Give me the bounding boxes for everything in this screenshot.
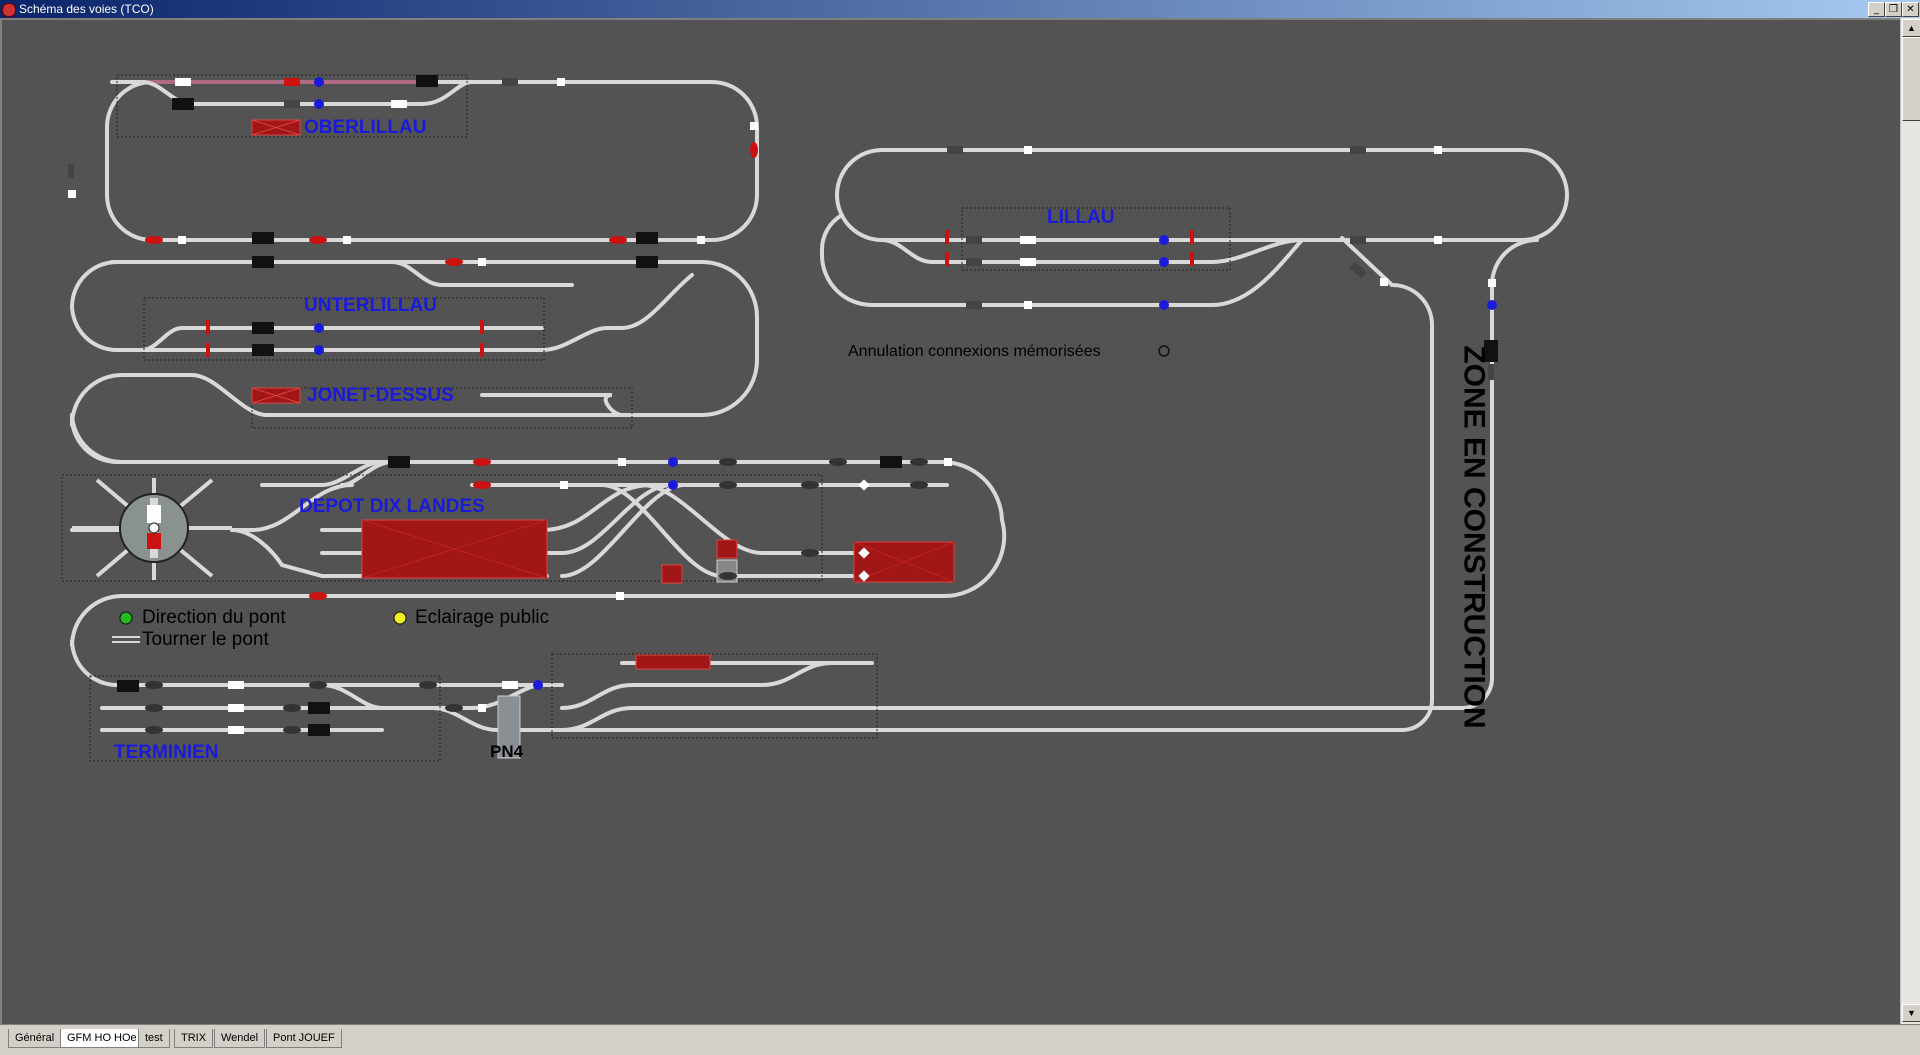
vertical-scrollbar[interactable]: ▲ ▼	[1900, 18, 1920, 1024]
tab-wendel[interactable]: Wendel	[214, 1029, 266, 1048]
station-label-depot: DEPOT DIX LANDES	[299, 496, 485, 517]
tourner-marker[interactable]	[112, 636, 140, 643]
scroll-up-icon[interactable]: ▲	[1902, 19, 1920, 37]
tab-test[interactable]: test	[138, 1029, 170, 1048]
turntable[interactable]	[72, 478, 232, 580]
restore-button[interactable]: ❐	[1885, 2, 1902, 17]
close-button[interactable]: ✕	[1902, 2, 1919, 17]
minimize-button[interactable]: _	[1868, 2, 1885, 17]
zone-construction-label: ZONE EN CONSTRUCTION	[1457, 345, 1491, 729]
station-label-jonet: JONET-DESSUS	[307, 385, 454, 406]
direction-label: Direction du pont	[142, 607, 286, 628]
annulation-button[interactable]	[1158, 345, 1170, 357]
tab-general[interactable]: Général	[8, 1029, 62, 1048]
tab-gfm-ho-hoe[interactable]: GFM HO HOe	[60, 1029, 144, 1048]
tab-bar: Général GFM HO HOe test TRIX Wendel Pont…	[0, 1024, 1920, 1055]
annulation-label: Annulation connexions mémorisées	[848, 343, 1101, 360]
station-frames	[61, 74, 1231, 762]
track-diagram[interactable]	[2, 20, 1900, 1024]
title-bar: Schéma des voies (TCO) _ ❐ ✕	[0, 0, 1920, 18]
app-icon	[2, 3, 16, 17]
signals[interactable]	[68, 75, 1498, 736]
window-title: Schéma des voies (TCO)	[19, 2, 154, 16]
station-label-lillau: LILLAU	[1047, 207, 1115, 228]
tab-trix[interactable]: TRIX	[174, 1029, 214, 1048]
eclairage-marker[interactable]	[393, 611, 407, 625]
pn4-label: PN4	[490, 742, 524, 761]
scroll-down-icon[interactable]: ▼	[1902, 1004, 1920, 1022]
tracks	[69, 80, 1570, 732]
scroll-thumb[interactable]	[1902, 37, 1920, 121]
station-label-oberlillau: OBERLILLAU	[304, 117, 427, 138]
track-diagram-canvas[interactable]: OBERLILLAU UNTERLILLAU JONET-DESSUS LILL…	[0, 18, 1900, 1024]
tab-pont-jouef[interactable]: Pont JOUEF	[266, 1029, 342, 1048]
station-label-unterlillau: UNTERLILLAU	[304, 295, 437, 316]
direction-marker[interactable]	[119, 611, 133, 625]
tourner-label: Tourner le pont	[142, 629, 269, 650]
eclairage-label: Eclairage public	[415, 607, 550, 628]
station-label-terminien: TERMINIEN	[114, 742, 219, 763]
